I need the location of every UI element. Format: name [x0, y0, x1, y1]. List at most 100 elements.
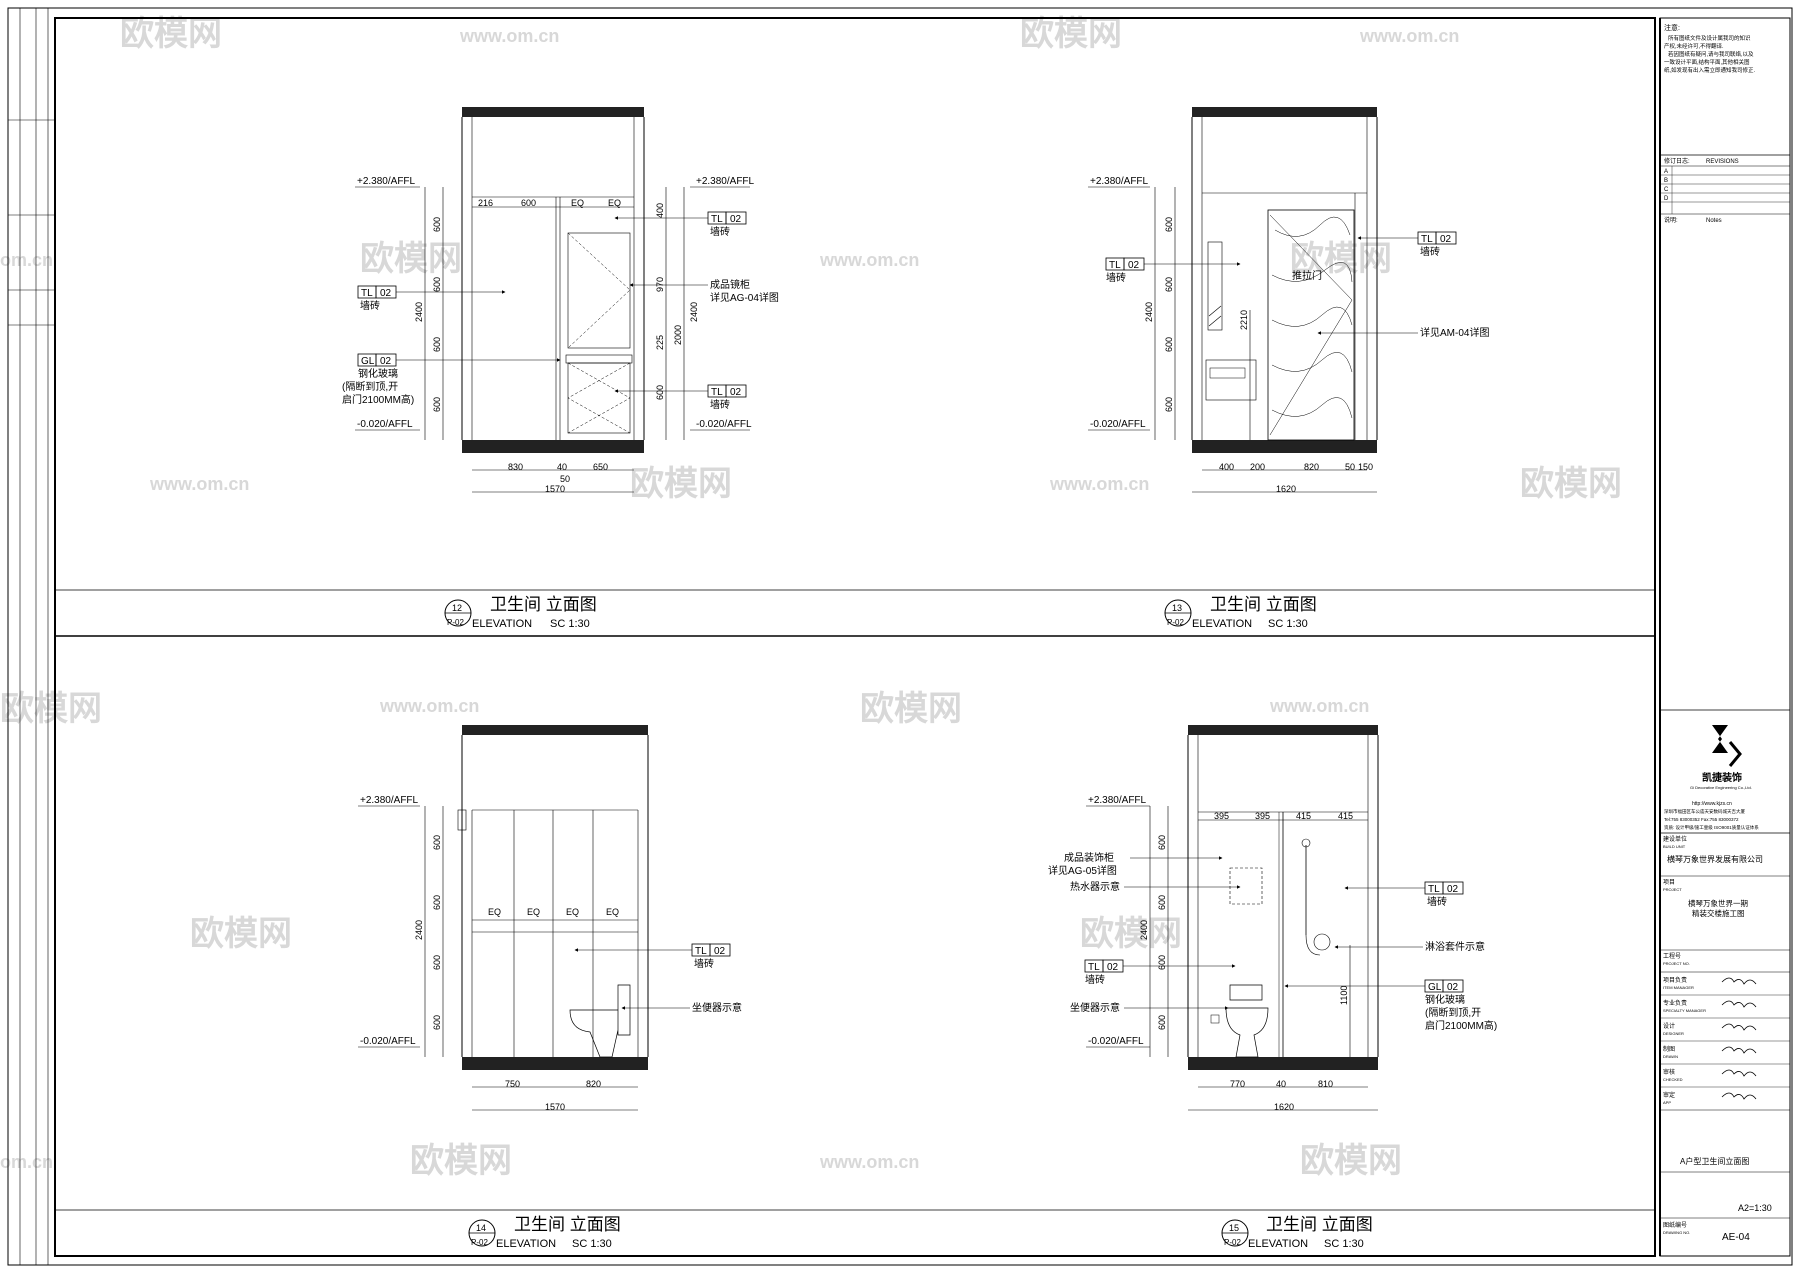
elevation-ref: P-02	[447, 618, 464, 627]
svg-text:审定: 审定	[1663, 1091, 1675, 1099]
notes-en: Notes	[1706, 218, 1722, 224]
dim-text: 395	[1255, 811, 1270, 821]
company-tel: Tel:755 83000352 Fax:755 83000372	[1664, 817, 1739, 822]
watermark-brand: 欧模网	[1290, 240, 1392, 278]
dim-text: 40	[1276, 1079, 1286, 1089]
dim-text: 600	[432, 895, 442, 910]
material-num: 02	[730, 387, 742, 398]
material-num: 02	[1128, 260, 1140, 271]
watermark-brand: 欧模网	[190, 915, 292, 953]
level-top-label: +2.380/AFFL	[357, 176, 416, 187]
dim-text: 600	[1164, 397, 1174, 412]
dim-text: 2400	[414, 920, 424, 940]
material-num: 02	[380, 356, 392, 367]
svg-text:DRAWN: DRAWN	[1663, 1054, 1678, 1059]
drawing-number: AE-04	[1722, 1232, 1750, 1243]
dim-text: 2210	[1239, 310, 1249, 330]
material-code: TL	[1421, 234, 1433, 245]
cabinet-note: 成品装饰柜	[1064, 851, 1114, 864]
svg-text:APP: APP	[1663, 1100, 1671, 1105]
dim-text: 600	[432, 337, 442, 352]
elevation-number: 12	[452, 603, 462, 613]
dim-text: 600	[432, 955, 442, 970]
door-note: 详见AM-04详图	[1420, 326, 1489, 339]
notes-line: 产权,未经许可,不得翻译.	[1664, 42, 1724, 50]
level-top-label: +2.380/AFFL	[696, 176, 755, 187]
caption-13: 13 P-02 卫生间 立面图 ELEVATION SC 1:30	[1164, 595, 1317, 630]
dim-total-text: 1570	[545, 1102, 565, 1112]
dim-text: EQ	[488, 907, 501, 917]
level-bottom-label: -0.020/AFFL	[1088, 1036, 1144, 1047]
dim-text: EQ	[608, 198, 621, 208]
dim-text: EQ	[566, 907, 579, 917]
dim-text: 600	[655, 385, 665, 400]
elevation-title-en: ELEVATION	[496, 1238, 556, 1250]
signature	[1721, 1092, 1757, 1100]
company-cert: 资质: 设计甲级/施工壹级 ISO9001质量认证体系	[1664, 824, 1759, 831]
dim-text: 600	[432, 1015, 442, 1030]
door-text: 推拉门	[1292, 269, 1322, 282]
dim-text: 600	[432, 277, 442, 292]
svg-text:DESIGNER: DESIGNER	[1663, 1031, 1684, 1036]
company-logo	[1712, 725, 1742, 767]
watermark-url: om.cn	[0, 1152, 53, 1172]
elevation-ref: P-02	[1224, 1238, 1241, 1247]
dim-text: 225	[655, 335, 665, 350]
elevation-title: 卫生间 立面图	[490, 595, 597, 614]
dim-text: 600	[521, 198, 536, 208]
dim-total-text: 1570	[545, 484, 565, 494]
watermark-layer: 欧模网 www.om.cn 欧模网 www.om.cn om.cn 欧模网 ww…	[0, 15, 1622, 1180]
drawing-no-label: 图纸编号	[1663, 1221, 1687, 1229]
build-unit-value: 横琴万象世界发展有限公司	[1667, 854, 1763, 864]
notes-line: 一致设计平面,结构平面,其他相关图	[1664, 58, 1750, 66]
signature	[1721, 1046, 1757, 1054]
dim-text: 50	[1345, 462, 1355, 472]
company-web: http://www.kjzs.cn	[1692, 801, 1732, 807]
glass-note: (隔断到顶,开	[1425, 1006, 1481, 1019]
caption-14: 14 P-02 卫生间 立面图 ELEVATION SC 1:30	[468, 1215, 621, 1250]
cabinet-note: 详见AG-05详图	[1048, 864, 1117, 877]
notes-heading: 注意:	[1664, 23, 1680, 32]
elevation-12: +2.380/AFFL -0.020/AFFL +2.380/AFFL -0.0…	[342, 107, 779, 630]
toilet-note: 坐便器示意	[692, 1001, 742, 1014]
title-block: 注意: 所有图纸文件及设计属我司的知识 产权,未经许可,不得翻译. 若因图纸有疑…	[1659, 17, 1791, 1257]
company-name: 凯捷装饰	[1702, 771, 1742, 784]
dim-text: 200	[1250, 462, 1265, 472]
dim-text: 2400	[414, 302, 424, 322]
dim-text: 415	[1338, 811, 1353, 821]
watermark-brand: 欧模网	[0, 690, 102, 728]
dim-text: 600	[1157, 1015, 1167, 1030]
dim-text: 400	[1219, 462, 1234, 472]
svg-text:SPECIALTY MANAGER: SPECIALTY MANAGER	[1663, 1008, 1706, 1013]
project-value: 精装交楼施工图	[1692, 908, 1745, 918]
signature	[1721, 977, 1757, 985]
dim-text: 820	[1304, 462, 1319, 472]
watermark-brand: 欧模网	[630, 465, 732, 503]
watermark-brand: 欧模网	[860, 690, 962, 728]
svg-text:C: C	[1664, 187, 1669, 193]
svg-text:CHECKED: CHECKED	[1663, 1077, 1683, 1082]
elevation-title-en: ELEVATION	[1248, 1238, 1308, 1250]
material-code: TL	[1428, 884, 1440, 895]
notes-line: 若因图纸有疑问,请与我司联络,以及	[1668, 50, 1754, 58]
level-bottom-label: -0.020/AFFL	[1090, 419, 1146, 430]
drawing-frame	[54, 17, 1656, 1257]
material-code: TL	[1109, 260, 1121, 271]
dim-text: 150	[1358, 462, 1373, 472]
svg-text:设计: 设计	[1663, 1022, 1675, 1030]
build-unit-label: 建设单位	[1663, 835, 1687, 843]
elevation-title: 卫生间 立面图	[514, 1215, 621, 1234]
svg-text:ITEM MANAGER: ITEM MANAGER	[1663, 985, 1694, 990]
material-code: TL	[695, 946, 707, 957]
watermark-url: www.om.cn	[379, 696, 479, 716]
sheet-border	[7, 7, 1793, 1266]
cabinet-note: 详见AG-04详图	[710, 291, 779, 304]
material-code: TL	[1088, 962, 1100, 973]
material-code: GL	[361, 356, 375, 367]
dim-text: 600	[1164, 217, 1174, 232]
signature	[1721, 1069, 1757, 1077]
svg-text:专业负责: 专业负责	[1663, 999, 1687, 1007]
material-num: 02	[1440, 234, 1452, 245]
material-text: 墙砖	[710, 398, 730, 411]
elevation-ref: P-02	[1167, 618, 1184, 627]
